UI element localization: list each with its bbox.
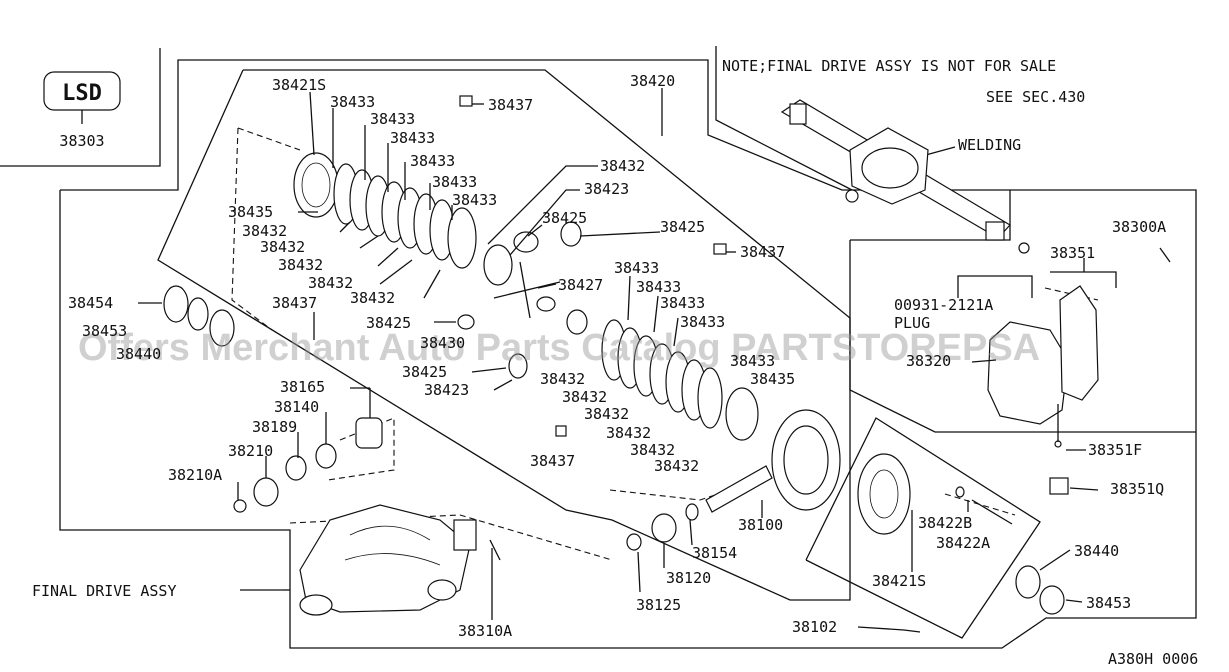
lsd-clutch-pack-upper <box>293 152 513 286</box>
label-38432-f: 38432 <box>540 370 585 388</box>
label-38432-e: 38432 <box>350 289 395 307</box>
dashed-guides <box>231 127 1099 561</box>
label-38423-b: 38423 <box>424 381 469 399</box>
label-38425-c: 38425 <box>366 314 411 332</box>
label-38433-i: 38433 <box>660 294 705 312</box>
label-38351F: 38351F <box>1088 441 1142 459</box>
note-not-for-sale: NOTE;FINAL DRIVE ASSY IS NOT FOR SALE <box>722 57 1056 75</box>
label-38351Q: 38351Q <box>1110 480 1164 498</box>
label-38432-i: 38432 <box>606 424 651 442</box>
label-38425-a: 38425 <box>542 209 587 227</box>
label-38433-k: 38433 <box>730 352 775 370</box>
rear-cover-assembly <box>987 242 1171 495</box>
label-38421S-top: 38421S <box>272 76 326 94</box>
label-38453-left: 38453 <box>82 322 127 340</box>
label-38120: 38120 <box>666 569 711 587</box>
welding-label: WELDING <box>958 136 1021 154</box>
axle-housing-sketch <box>780 99 1011 241</box>
label-38433-h: 38433 <box>636 278 681 296</box>
label-38433-e: 38433 <box>432 173 477 191</box>
see-section-text: SEE SEC.430 <box>986 88 1085 106</box>
label-38432-j: 38432 <box>630 441 675 459</box>
final-drive-housing <box>299 504 501 616</box>
label-38435-b: 38435 <box>750 370 795 388</box>
label-38425-d: 38425 <box>402 363 447 381</box>
label-38310A: 38310A <box>458 622 512 640</box>
label-38125: 38125 <box>636 596 681 614</box>
label-38303: 38303 <box>59 132 104 150</box>
label-38433-c: 38433 <box>390 129 435 147</box>
label-38453: 38453 <box>1086 594 1131 612</box>
label-38435-a: 38435 <box>228 203 273 221</box>
label-38433-d: 38433 <box>410 152 455 170</box>
label-38440: 38440 <box>1074 542 1119 560</box>
label-38437-a: 38437 <box>488 96 533 114</box>
label-38432-k: 38432 <box>654 457 699 475</box>
label-38422A: 38422A <box>936 534 990 552</box>
label-38432-a: 38432 <box>242 222 287 240</box>
label-38300A: 38300A <box>1112 218 1166 236</box>
label-38427: 38427 <box>558 276 603 294</box>
differential-case <box>857 453 1065 633</box>
label-38432-c: 38432 <box>278 256 323 274</box>
pinion-bearings <box>233 417 383 513</box>
final-drive-assy-label: FINAL DRIVE ASSY <box>32 582 177 600</box>
label-38140: 38140 <box>274 398 319 416</box>
label-38425-b: 38425 <box>660 218 705 236</box>
left-side-seals <box>163 285 235 347</box>
lsd-pinion-gears <box>457 95 727 437</box>
label-38165: 38165 <box>280 378 325 396</box>
label-38210: 38210 <box>228 442 273 460</box>
label-38433-f: 38433 <box>452 191 497 209</box>
label-38437-d: 38437 <box>530 452 575 470</box>
label-38454: 38454 <box>68 294 113 312</box>
label-38433-g: 38433 <box>614 259 659 277</box>
ring-gear-and-pinion <box>626 409 841 551</box>
label-38210A: 38210A <box>168 466 222 484</box>
label-38423-top: 38423 <box>584 180 629 198</box>
label-38432-g: 38432 <box>562 388 607 406</box>
label-00931-2121A: 00931-2121A <box>894 296 993 314</box>
lsd-badge: LSD 38303 <box>43 71 121 150</box>
part-number-labels: 38421S 38433 38433 38433 38433 38433 384… <box>32 72 1198 668</box>
label-38440-left: 38440 <box>116 345 161 363</box>
plug-label: PLUG <box>894 314 930 332</box>
label-38437-c: 38437 <box>272 294 317 312</box>
label-38154: 38154 <box>692 544 737 562</box>
label-38420: 38420 <box>630 72 675 90</box>
frame-lines <box>0 46 1197 649</box>
label-38320: 38320 <box>906 352 951 370</box>
leader-lines <box>138 88 1117 631</box>
watermark-text: Offers Merchant Auto Parts Catalog PARTS… <box>78 327 1040 369</box>
label-38432-top: 38432 <box>600 157 645 175</box>
label-38102: 38102 <box>792 618 837 636</box>
label-38430: 38430 <box>420 334 465 352</box>
label-38437-b: 38437 <box>740 243 785 261</box>
label-38100: 38100 <box>738 516 783 534</box>
lsd-clutch-pack-lower <box>601 319 759 441</box>
label-38422B: 38422B <box>918 514 972 532</box>
label-38351: 38351 <box>1050 244 1095 262</box>
label-38433-a: 38433 <box>330 93 375 111</box>
label-38421S-bottom: 38421S <box>872 572 926 590</box>
label-38433-b: 38433 <box>370 110 415 128</box>
figure-code: A380H 0006 <box>1108 650 1198 668</box>
label-38189: 38189 <box>252 418 297 436</box>
label-38432-h: 38432 <box>584 405 629 423</box>
lsd-badge-text: LSD <box>62 81 102 106</box>
label-38433-j: 38433 <box>680 313 725 331</box>
label-38432-d: 38432 <box>308 274 353 292</box>
label-38432-b: 38432 <box>260 238 305 256</box>
